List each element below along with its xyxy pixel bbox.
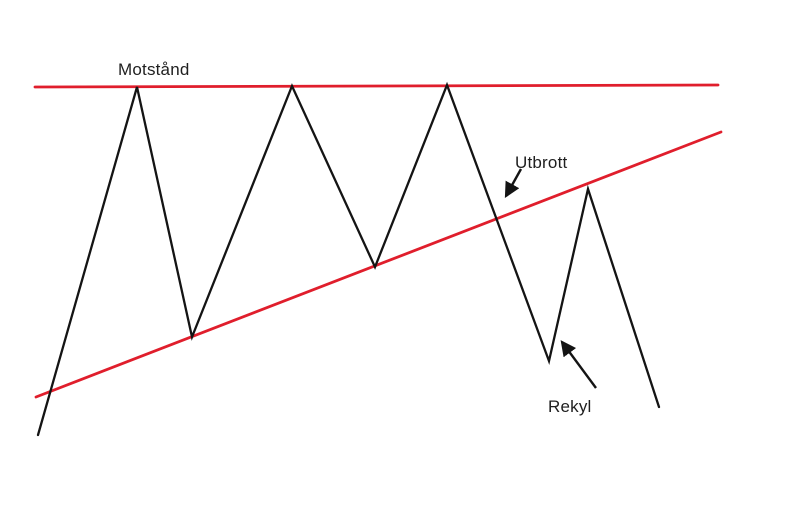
price-path	[36, 81, 661, 437]
pullback-arrow	[560, 340, 597, 389]
support-trendline	[34, 130, 723, 399]
resistance-label: Motstånd	[118, 60, 190, 79]
pullback-label: Rekyl	[548, 397, 592, 416]
breakout-label: Utbrott	[515, 153, 568, 172]
breakout-arrow	[504, 168, 523, 199]
resistance-line	[33, 83, 720, 89]
